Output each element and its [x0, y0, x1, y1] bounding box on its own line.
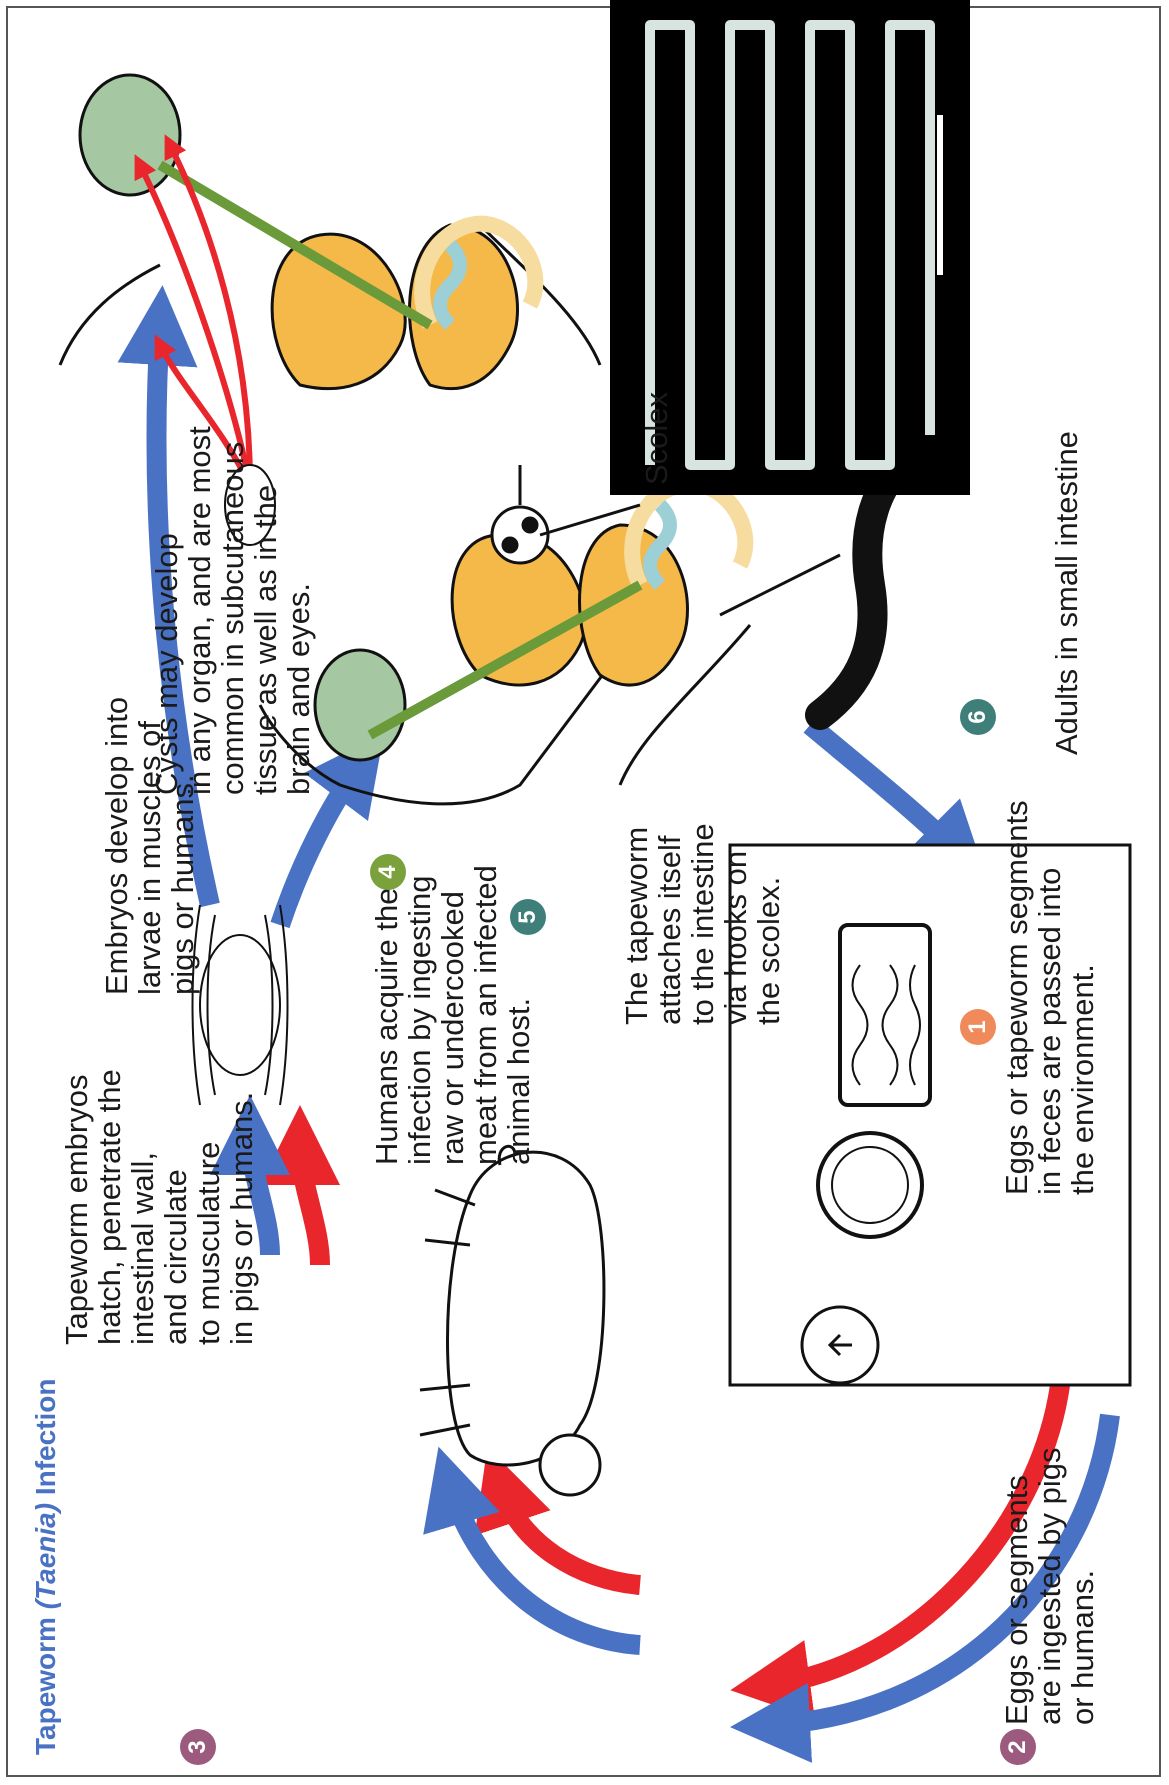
badge-step-3: 3	[180, 1729, 216, 1765]
title-prefix: Tapeworm	[30, 1609, 61, 1755]
pig-icon	[420, 1146, 604, 1495]
arrow-3-to-muscle-red	[300, 1145, 320, 1265]
diagram-title: Tapeworm (Taenia) Infection	[30, 1379, 62, 1756]
arrow-2-to-3-blue	[450, 1485, 640, 1645]
step-1-label: Eggs or tapeworm segments in feces are p…	[1000, 800, 1099, 1195]
badge-step-6: 6	[960, 699, 996, 735]
badge-step-4: 4	[370, 854, 406, 890]
badge-step-1: 1	[960, 1009, 996, 1045]
badge-step-2: 2	[1000, 1729, 1036, 1765]
brain-shape	[315, 650, 405, 760]
step-5-label: The tapeworm attaches itself to the inte…	[620, 823, 785, 1025]
step-3-label: Tapeworm embryos hatch, penetrate the in…	[60, 1069, 258, 1345]
scolex-icon	[492, 465, 548, 563]
step-2-label: Eggs or segments are ingested by pigs or…	[1000, 1448, 1099, 1725]
cysts-label: Cysts may develop in any organ, and are …	[150, 426, 315, 795]
embryo-icon	[802, 1307, 878, 1383]
arrow-human-to-1-blue	[810, 725, 960, 855]
adult-pointer	[720, 555, 840, 615]
badge-step-5: 5	[510, 899, 546, 935]
human-figure-top	[60, 75, 600, 485]
title-italic: (Taenia)	[30, 1503, 61, 1609]
step-6-label: Adults in small intestine	[1050, 431, 1083, 755]
title-suffix: Infection	[30, 1379, 61, 1503]
brain-shape-top	[80, 75, 180, 195]
scolex-label: Scolex	[640, 392, 673, 485]
arrow-2-to-3-red	[500, 1485, 640, 1585]
